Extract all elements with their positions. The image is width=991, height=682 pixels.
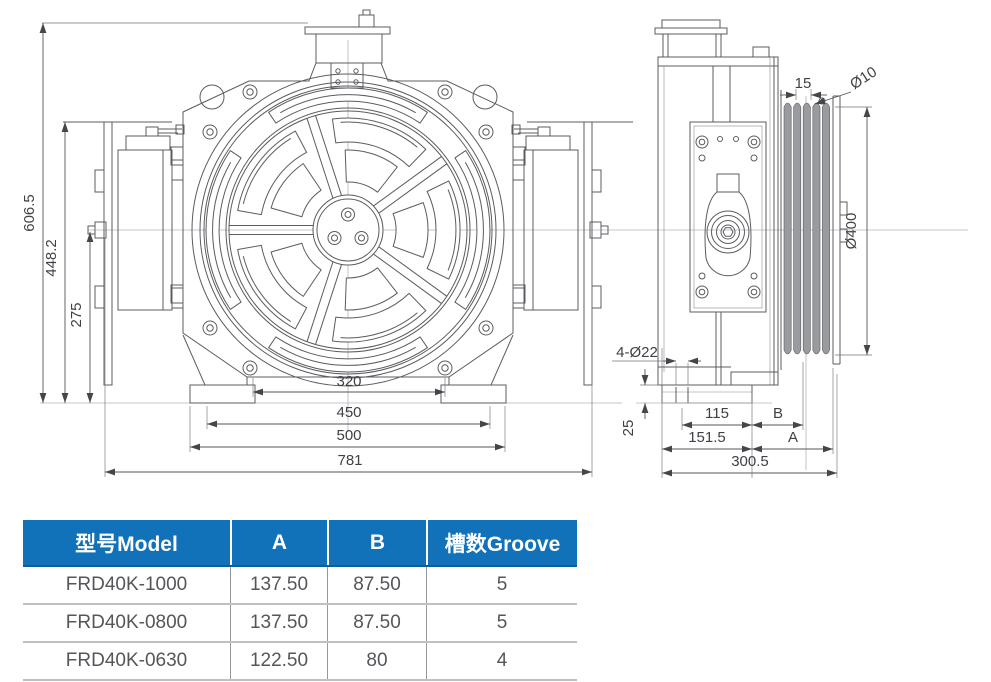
terminal-box — [304, 9, 391, 64]
dim-bolt-span: 450 — [336, 404, 361, 421]
traction-wheel — [191, 73, 505, 387]
dim-base-width: 500 — [336, 427, 361, 444]
col-header-model: 型号Model — [75, 532, 178, 556]
spec-table: 型号Model A B 槽数Groove FRD40K-1000 137.50 … — [23, 520, 577, 681]
cell-model: FRD40K-0800 — [65, 612, 188, 633]
cell-b: 87.50 — [327, 567, 426, 603]
dim-groove-pitch: 15 — [795, 75, 812, 92]
dim-sheave-dia: Ø400 — [843, 213, 860, 250]
traction-sheave — [780, 90, 848, 370]
plate-bolts — [202, 84, 494, 376]
front-view: 606.5 448.2 275 320 450 500 781 — [21, 9, 633, 477]
dim-rope-dia: Ø10 — [847, 63, 880, 93]
dim-B: B — [773, 405, 783, 422]
col-header-groove: 槽数Groove — [426, 520, 577, 565]
cell-groove: 5 — [426, 605, 577, 641]
side-view: 15 Ø10 Ø400 4-Ø22 25 115 — [612, 19, 880, 478]
cell-a: 122.50 — [230, 643, 327, 679]
right-brake-assembly — [511, 121, 633, 386]
cell-a: 137.50 — [230, 567, 327, 603]
cell-b: 87.50 — [327, 605, 426, 641]
brake-lever — [704, 173, 752, 277]
spec-table-header: 型号Model A B 槽数Groove — [23, 520, 577, 567]
dim-overall-width: 781 — [337, 452, 362, 469]
dim-151-5: 151.5 — [688, 429, 726, 446]
table-row: FRD40K-1000 137.50 87.50 5 — [23, 567, 577, 605]
col-header-a: A — [230, 520, 327, 565]
dim-overall-height: 606.5 — [21, 194, 38, 232]
cell-model: FRD40K-1000 — [65, 574, 188, 595]
base-feet — [40, 334, 622, 404]
wheel-hub — [312, 194, 384, 266]
dim-A: A — [788, 429, 798, 446]
dim-overall-depth: 300.5 — [731, 453, 769, 470]
table-row: FRD40K-0800 137.50 87.50 5 — [23, 605, 577, 643]
dim-brake-top-height: 448.2 — [43, 239, 60, 277]
cell-b: 80 — [327, 643, 426, 679]
cell-a: 137.50 — [230, 605, 327, 641]
cell-model: FRD40K-0630 — [65, 650, 188, 671]
technical-drawing: 606.5 448.2 275 320 450 500 781 — [21, 9, 968, 478]
table-row: FRD40K-0630 122.50 80 4 — [23, 643, 577, 681]
dim-115: 115 — [705, 405, 729, 422]
left-brake-assembly — [63, 121, 185, 386]
cell-groove: 4 — [426, 643, 577, 679]
dim-foot-height: 25 — [620, 420, 637, 437]
col-header-b: B — [327, 520, 426, 565]
brake-panel — [689, 121, 767, 313]
dim-foot-holes: 4-Ø22 — [616, 344, 658, 361]
front-dimensions: 606.5 448.2 275 320 450 500 781 — [21, 22, 593, 477]
dim-feet-inner-span: 320 — [336, 373, 361, 390]
cell-groove: 5 — [426, 567, 577, 603]
side-body — [636, 19, 779, 404]
dim-center-height: 275 — [68, 302, 85, 327]
